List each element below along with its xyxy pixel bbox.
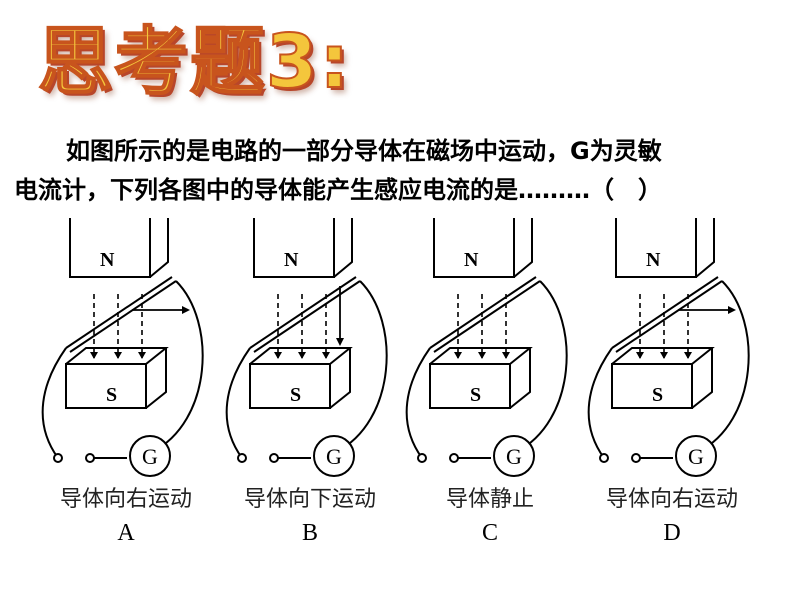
north-magnet-side <box>149 218 169 278</box>
north-label: N <box>284 249 299 271</box>
south-label: S <box>652 384 663 406</box>
north-label: N <box>464 249 479 271</box>
galvanometer-circle <box>129 435 171 477</box>
north-magnet-body <box>69 218 151 278</box>
galvanometer-label: G <box>326 444 342 469</box>
question-line-1: 如图所示的是电路的一部分导体在磁场中运动，G为灵敏 <box>66 137 662 165</box>
right-wire <box>151 280 204 453</box>
south-label: S <box>470 384 481 406</box>
diagram-panel-a: N S G <box>32 212 232 482</box>
slide-title: 思考题3: <box>37 18 352 106</box>
circuit-diagram-b: N S G <box>225 218 388 477</box>
galvanometer-label: G <box>506 444 522 469</box>
galvanometer-label: G <box>688 444 704 469</box>
north-label: N <box>100 249 115 271</box>
question-line-2: 电流计，下列各图中的导体能产生感应电流的是………（ ） <box>14 176 662 204</box>
caption-b: 导体向下运动 <box>243 487 376 512</box>
diagram-panel-d: N S G <box>578 212 778 482</box>
left-wire <box>41 347 67 459</box>
option-letter-d: D <box>663 520 681 546</box>
south-magnet-top <box>65 347 169 365</box>
caption-d: 导体向右运动 <box>605 487 738 512</box>
galvanometer-label: G <box>142 444 158 469</box>
circuit-diagram-d: N S G <box>587 218 750 477</box>
option-letter-c: C <box>481 520 498 546</box>
south-label: S <box>106 384 117 406</box>
diagram-panel-b: N S G <box>216 212 416 482</box>
option-letter-b: B <box>301 520 318 546</box>
south-label: S <box>290 384 301 406</box>
diagram-panel-c: N S G <box>396 212 596 482</box>
question-text: 如图所示的是电路的一部分导体在磁场中运动，G为灵敏 电流计，下列各图中的导体能产… <box>14 132 794 210</box>
north-label: N <box>646 249 661 271</box>
circuit-diagram-a: N S G <box>41 218 204 477</box>
caption-c: 导体静止 <box>445 487 534 512</box>
option-letter-a: A <box>117 520 135 546</box>
circuit-diagram-c: N S G <box>405 218 568 477</box>
south-magnet-side <box>145 348 167 409</box>
caption-a: 导体向右运动 <box>59 487 192 512</box>
